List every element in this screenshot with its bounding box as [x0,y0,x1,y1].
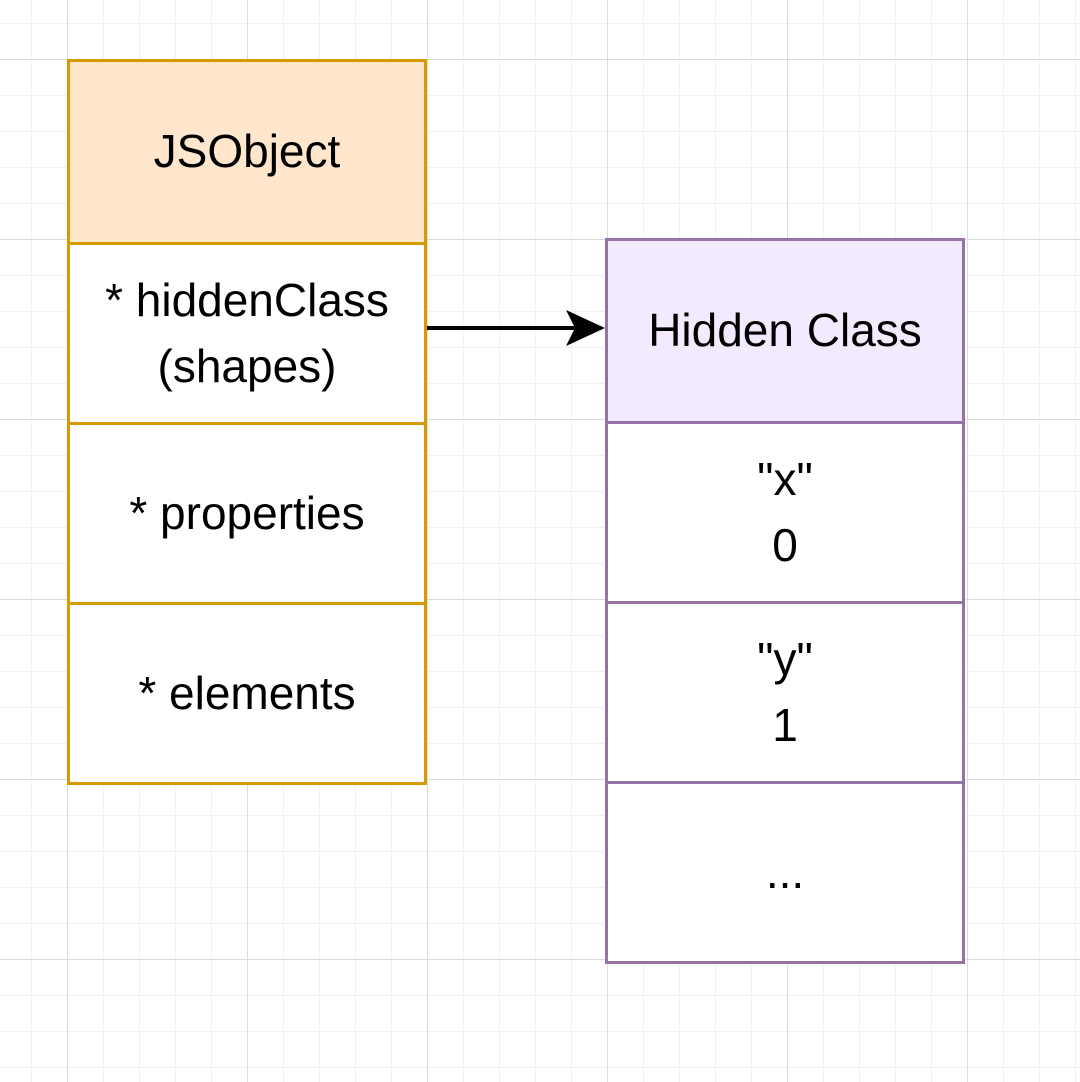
hidden-class-table: Hidden Class "x" 0 "y" 1 ... [605,238,965,964]
jsobject-field-elements: * elements [70,602,424,782]
hidden-class-entry-y: "y" 1 [608,601,962,781]
hidden-class-entry-x: "x" 0 [608,421,962,601]
arrow-head-icon [566,310,605,346]
jsobject-table: JSObject * hiddenClass (shapes) * proper… [67,59,427,785]
hidden-class-header: Hidden Class [608,241,962,421]
hidden-class-entry-more: ... [608,781,962,961]
jsobject-field-hiddenclass: * hiddenClass (shapes) [70,242,424,422]
jsobject-header: JSObject [70,62,424,242]
jsobject-field-properties: * properties [70,422,424,602]
